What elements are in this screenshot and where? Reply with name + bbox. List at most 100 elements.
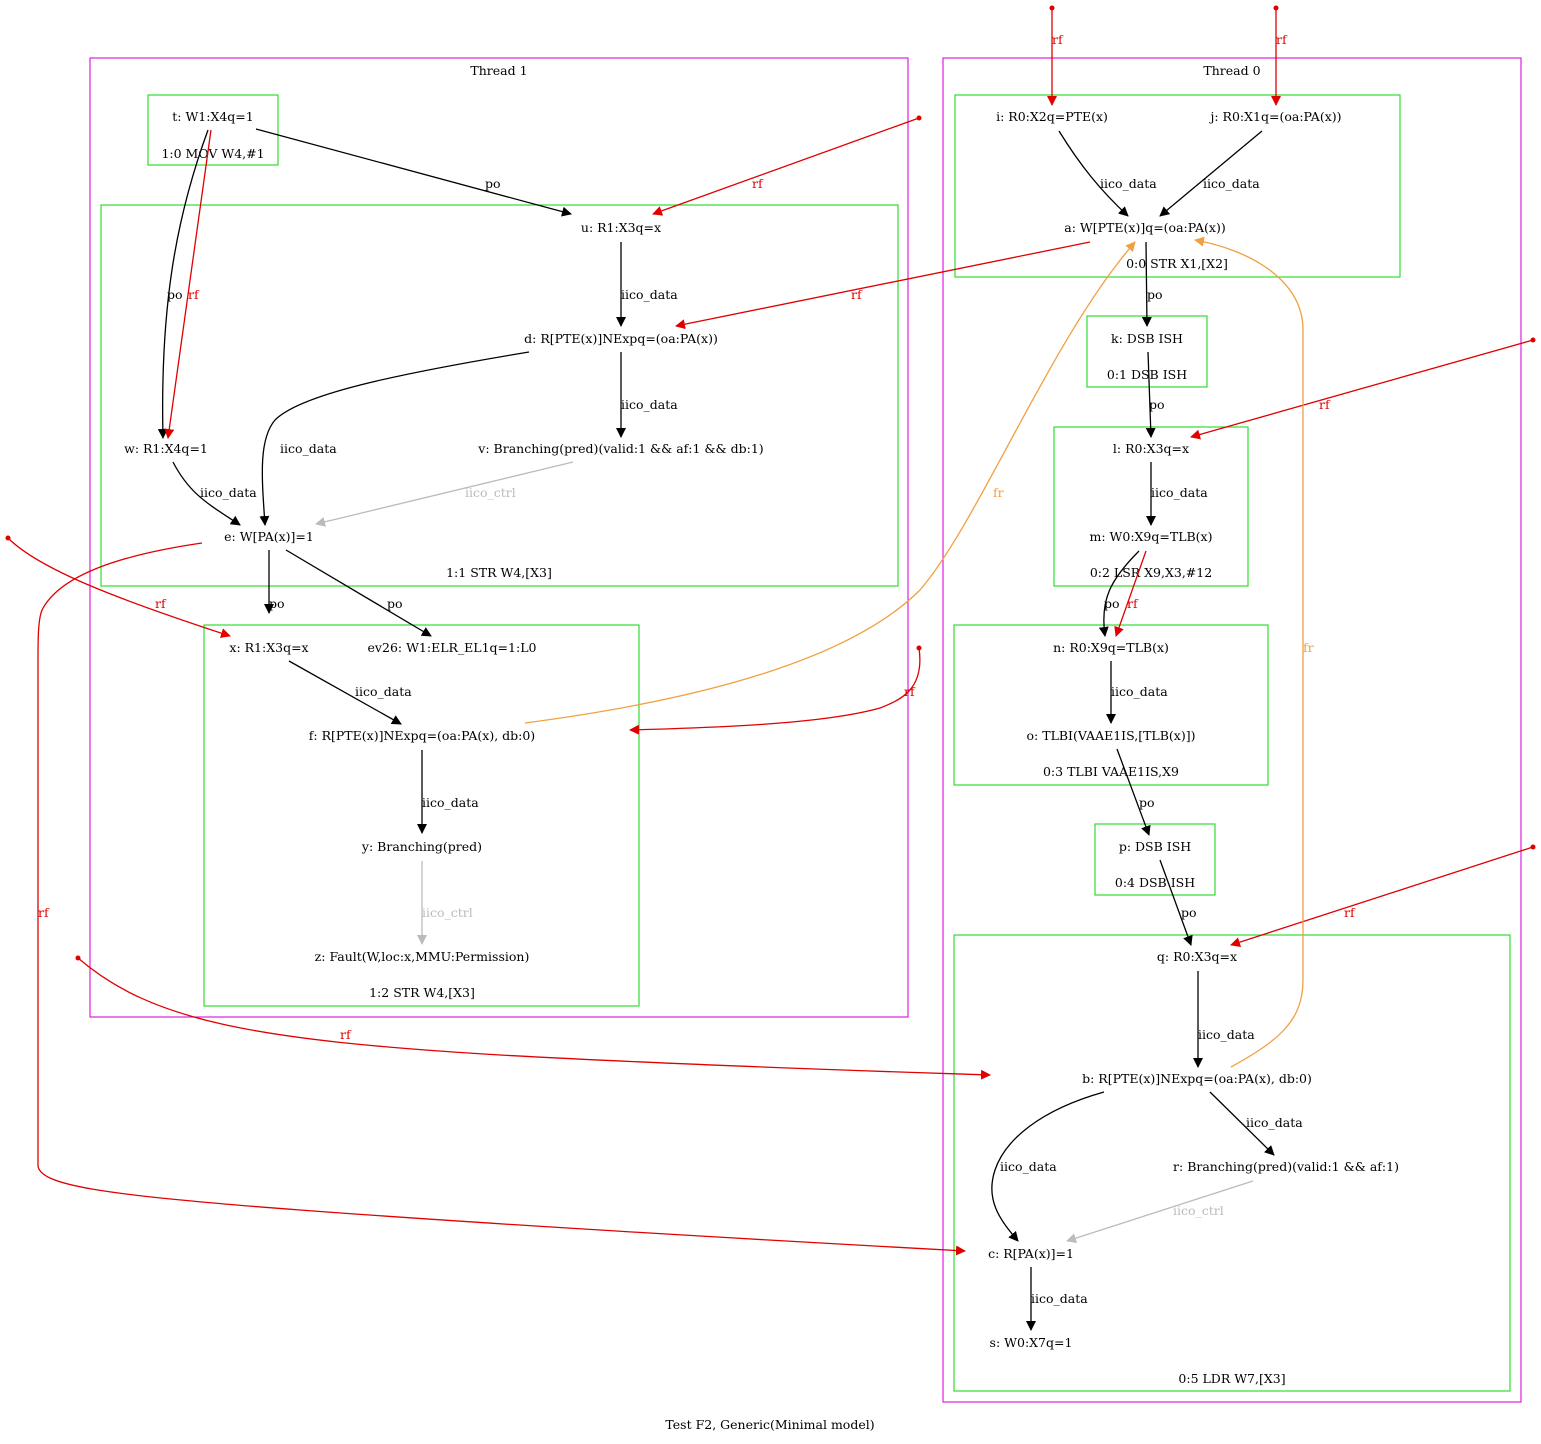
edge-label: fr <box>1303 640 1314 655</box>
edge-label: po <box>1147 287 1163 302</box>
edge-label: iico_ctrl <box>1173 1203 1224 1218</box>
edge-label: iico_data <box>422 795 479 810</box>
node-v: v: Branching(pred)(valid:1 && af:1 && db… <box>477 441 763 456</box>
edge-k-l-po <box>1145 351 1156 438</box>
edge-init-u-rf <box>652 117 920 216</box>
node-s: s: W0:X7q=1 <box>990 1335 1073 1350</box>
edge-label: rf <box>155 596 167 611</box>
node-l: l: R0:X3q=x <box>1113 441 1189 456</box>
node-w: w: R1:X4q=1 <box>124 441 208 456</box>
edge-label: rf <box>1319 397 1331 412</box>
edge-label: iico_data <box>621 397 678 412</box>
instruction-box-0-1: 0:1 DSB ISH <box>1086 315 1208 388</box>
node-p: p: DSB ISH <box>1119 839 1191 854</box>
instruction-label: 1:0 MOV W4,#1 <box>161 146 264 161</box>
node-f: f: R[PTE(x)]NExpq=(oa:PA(x), db:0) <box>309 728 535 743</box>
edge-label: iico_data <box>1151 485 1208 500</box>
edge-d-e-iico-data <box>259 351 530 526</box>
node-c: c: R[PA(x)]=1 <box>988 1246 1074 1261</box>
edge-m-n-po <box>1098 550 1140 637</box>
nodes: t: W1:X4q=1 u: R1:X3q=x d: R[PTE(x)]NExp… <box>124 109 1399 1350</box>
edge-label: po <box>1139 795 1155 810</box>
edge-label: iico_ctrl <box>422 905 473 920</box>
node-m: m: W0:X9q=TLB(x) <box>1089 529 1212 544</box>
edge-label: rf <box>340 1027 352 1042</box>
node-j: j: R0:X1q=(oa:PA(x)) <box>1209 109 1342 124</box>
edge-label: iico_data <box>1000 1159 1057 1174</box>
node-k: k: DSB ISH <box>1111 331 1183 346</box>
node-u: u: R1:X3q=x <box>581 220 661 235</box>
thread-0-cluster: Thread 0 <box>942 57 1522 1403</box>
edge-a-k-po <box>1141 241 1152 327</box>
edge-label: iico_data <box>1100 176 1157 191</box>
edge-t-w-po <box>157 129 209 439</box>
edge-label: iico_data <box>621 287 678 302</box>
edge-e-c-rf <box>37 542 966 1256</box>
instruction-box-t: 1:0 MOV W4,#1 <box>147 94 279 166</box>
node-t: t: W1:X4q=1 <box>172 109 254 124</box>
instruction-label: 0:3 TLBI VAAE1IS,X9 <box>1043 764 1179 779</box>
edge-b-a-fr <box>1194 236 1304 1068</box>
edge-label: rf <box>1052 32 1064 47</box>
instruction-label: 1:2 STR W4,[X3] <box>369 985 475 1000</box>
edge-label: iico_data <box>355 684 412 699</box>
instruction-box-0-3: 0:3 TLBI VAAE1IS,X9 <box>953 624 1269 786</box>
edge-label: po <box>269 596 285 611</box>
instruction-label: 0:2 LSR X9,X3,#12 <box>1090 565 1212 580</box>
edge-label: iico_data <box>1031 1291 1088 1306</box>
instruction-label: 1:1 STR W4,[X3] <box>446 565 552 580</box>
edge-a-d-rf <box>675 241 1091 330</box>
node-o: o: TLBI(VAAE1IS,[TLB(x)]) <box>1027 728 1196 743</box>
edge-o-p-po <box>1116 748 1151 836</box>
edge-e-ev26-po <box>285 549 432 637</box>
instruction-box-0-0: 0:0 STR X1,[X2] <box>954 94 1401 278</box>
edge-label: iico_ctrl <box>465 485 516 500</box>
edge-label: rf <box>38 905 50 920</box>
edge-label: fr <box>993 485 1004 500</box>
edge-j-a-iico-data <box>1159 130 1263 217</box>
edge-label: po <box>1104 596 1120 611</box>
edge-label: iico_data <box>1246 1115 1303 1130</box>
thread-0-title: Thread 0 <box>1203 63 1260 78</box>
node-e: e: W[PA(x)]=1 <box>224 529 314 544</box>
edge-label: po <box>1149 397 1165 412</box>
edge-i-a-iico-data <box>1058 130 1129 217</box>
edge-x-f-iico-data <box>288 660 402 725</box>
node-ev26: ev26: W1:ELR_EL1q=1:L0 <box>368 640 537 655</box>
edge-label: po <box>387 596 403 611</box>
node-x: x: R1:X3q=x <box>229 640 308 655</box>
edge-w-e-iico-data <box>172 461 241 526</box>
instruction-label: 0:1 DSB ISH <box>1107 367 1187 382</box>
node-b: b: R[PTE(x)]NExpq=(oa:PA(x), db:0) <box>1082 1071 1312 1086</box>
thread-0-border <box>942 57 1522 1403</box>
edge-label: iico_data <box>1111 684 1168 699</box>
thread-1-cluster: Thread 1 <box>89 57 909 1018</box>
edge-label: rf <box>904 684 916 699</box>
instruction-box-0-5: 0:5 LDR W7,[X3] <box>953 934 1511 1392</box>
edge-label: rf <box>188 287 200 302</box>
edge-v-e-iico-ctrl <box>315 461 574 527</box>
edge-label: iico_data <box>280 441 337 456</box>
edge-m-n-rf <box>1114 550 1147 637</box>
node-a: a: W[PTE(x)]q=(oa:PA(x)) <box>1064 220 1225 235</box>
edge-label: rf <box>1344 905 1356 920</box>
node-z: z: Fault(W,loc:x,MMU:Permission) <box>315 949 530 964</box>
edge-init-f-rf <box>629 647 921 735</box>
edge-label: rf <box>1127 596 1139 611</box>
edge-init-x-rf <box>7 537 231 638</box>
edge-p-q-po <box>1159 859 1193 946</box>
instruction-label: 0:4 DSB ISH <box>1115 875 1195 890</box>
edge-b-c-iico-data <box>991 1091 1105 1242</box>
instruction-label: 0:0 STR X1,[X2] <box>1126 256 1228 271</box>
edge-label: iico_data <box>200 485 257 500</box>
edge-label: rf <box>1276 32 1288 47</box>
edge-label: iico_data <box>1203 176 1260 191</box>
edge-label: rf <box>752 176 764 191</box>
instruction-box-0-4: 0:4 DSB ISH <box>1094 823 1216 896</box>
instruction-label: 0:5 LDR W7,[X3] <box>1178 1371 1285 1386</box>
node-r: r: Branching(pred)(valid:1 && af:1) <box>1173 1159 1399 1174</box>
instruction-box-1-2: 1:2 STR W4,[X3] <box>203 624 640 1007</box>
edge-label: po <box>167 287 183 302</box>
thread-1-border <box>89 57 909 1018</box>
